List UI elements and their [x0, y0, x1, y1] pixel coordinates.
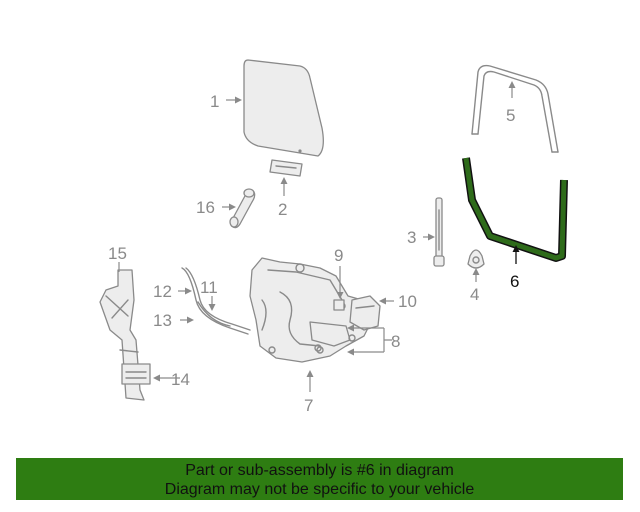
- callout-4: 4: [470, 285, 479, 304]
- callout-16: 16: [196, 198, 215, 217]
- callout-13: 13: [153, 311, 172, 330]
- banner-line-1: Part or sub-assembly is #6 in diagram: [185, 462, 454, 479]
- callout-1: 1: [210, 92, 219, 111]
- part-16-pin: [229, 188, 256, 229]
- callout-2: 2: [278, 200, 287, 219]
- part-3-rod: [433, 197, 445, 267]
- callout-7: 7: [304, 396, 313, 415]
- part-4-grommet: [467, 249, 485, 269]
- callout-9: 9: [334, 246, 343, 265]
- banner-line-2: Diagram may not be specific to your vehi…: [164, 481, 475, 498]
- leader-8: [352, 327, 392, 353]
- callout-8: 8: [391, 332, 400, 351]
- callout-12: 12: [153, 282, 172, 301]
- part-8-lock-assembly: [309, 321, 356, 352]
- part-15-regulator: [99, 269, 151, 401]
- callout-10: 10: [398, 292, 417, 311]
- callout-5: 5: [506, 106, 515, 125]
- part-5-upper-weatherstrip: [471, 64, 559, 153]
- part-11-12-13-linkage-rods: [181, 267, 251, 335]
- callout-14: 14: [171, 370, 190, 389]
- info-banner: Part or sub-assembly is #6 in diagram Di…: [16, 458, 623, 500]
- part-1-door-glass: [243, 59, 324, 157]
- part-9-clip: [333, 299, 345, 311]
- part-10-latch: [349, 295, 381, 331]
- part-6-glass-run-channel: [462, 157, 568, 262]
- callout-11: 11: [200, 278, 218, 297]
- part-2-channel-bracket: [269, 159, 303, 177]
- callout-3: 3: [407, 228, 416, 247]
- callout-6: 6: [510, 272, 519, 291]
- callout-15: 15: [108, 244, 127, 263]
